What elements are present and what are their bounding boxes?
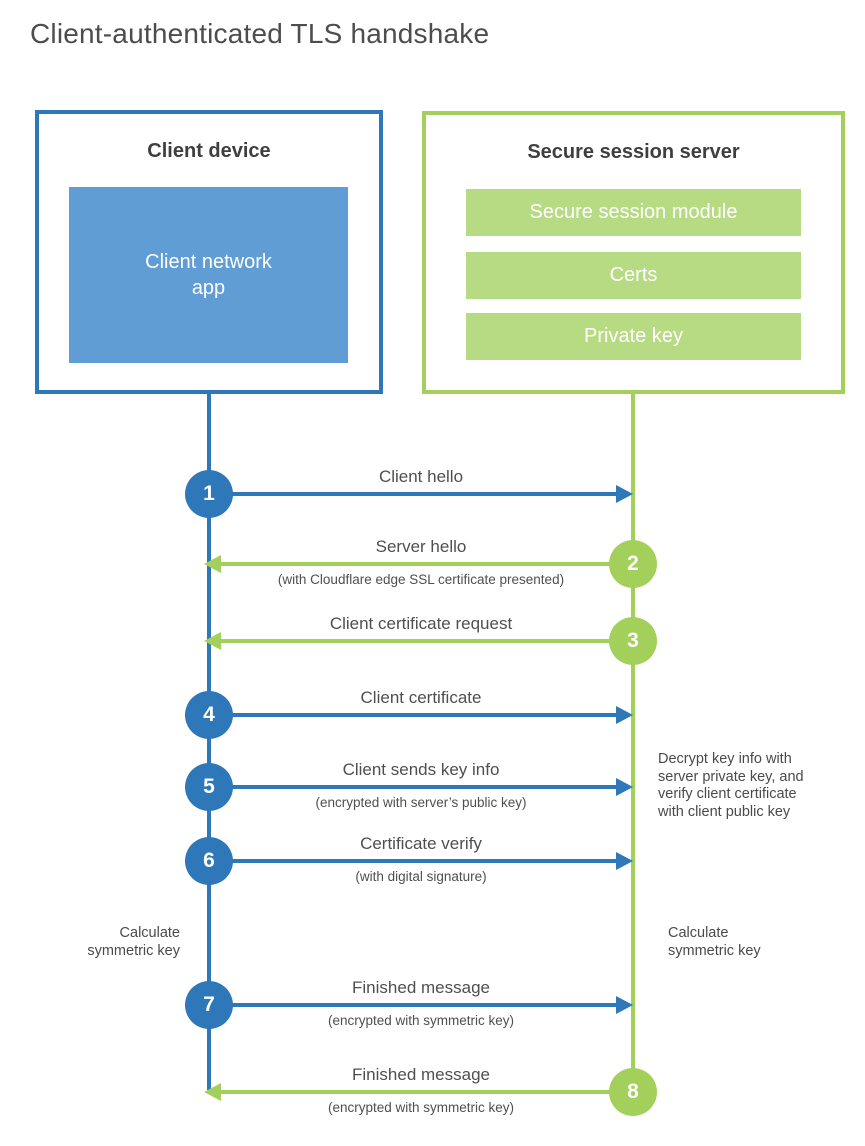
message-arrow-line [209,713,617,717]
arrowhead-icon [204,632,221,650]
message-arrow-line [220,562,635,566]
step-8-badge: 8 [609,1068,657,1116]
arrowhead-icon [616,996,633,1014]
message-label: Server hello [375,537,467,556]
message-label: Certificate verify [360,834,482,853]
message-sublabel: (with Cloudflare edge SSL certificate pr… [277,572,565,587]
arrowhead-icon [616,706,633,724]
client-device-box: Client device Client network app [35,110,383,394]
step-4-badge: 4 [185,691,233,739]
message-arrow-line [220,1090,635,1094]
message-sublabel: (encrypted with symmetric key) [327,1013,515,1028]
calculate-symmetric-key-note-client: Calculate symmetric key [87,925,180,959]
message-arrow-line [209,859,617,863]
client-lifeline [207,394,211,1090]
secure-session-server-title: Secure session server [527,141,740,163]
message-sublabel: (encrypted with symmetric key) [327,1100,515,1115]
message-label: Client sends key info [342,760,500,779]
secure-session-server-box: Secure session server Secure session mod… [422,111,845,394]
step-5-badge: 5 [185,763,233,811]
step-3-badge: 3 [609,617,657,665]
arrowhead-icon [616,778,633,796]
message-arrow-line [209,1003,617,1007]
certs-bar: Certs [466,252,801,299]
message-arrow-line [209,492,617,496]
server-lifeline [631,394,635,1092]
step-6-badge: 6 [185,837,233,885]
page-title: Client-authenticated TLS handshake [30,18,490,49]
message-label: Client hello [378,467,464,486]
arrowhead-icon [204,1083,221,1101]
arrowhead-icon [616,485,633,503]
private-key-bar: Private key [466,313,801,360]
message-label: Client certificate [360,688,482,707]
client-network-app-box: Client network app [69,187,348,363]
step-7-badge: 7 [185,981,233,1029]
step-1-badge: 1 [185,470,233,518]
calculate-symmetric-key-note-server: Calculate symmetric key [668,925,761,959]
message-label: Client certificate request [329,614,513,633]
message-label: Finished message [352,1065,490,1084]
message-sublabel: (encrypted with server’s public key) [315,795,527,810]
message-arrow-line [209,785,617,789]
arrowhead-icon [616,852,633,870]
decrypt-key-note: Decrypt key info with server private key… [658,751,804,820]
message-arrow-line [220,639,635,643]
message-sublabel: (with digital signature) [355,869,487,884]
message-label: Finished message [352,978,490,997]
arrowhead-icon [204,555,221,573]
step-2-badge: 2 [609,540,657,588]
secure-session-module-bar: Secure session module [466,189,801,236]
client-device-title: Client device [147,140,271,162]
